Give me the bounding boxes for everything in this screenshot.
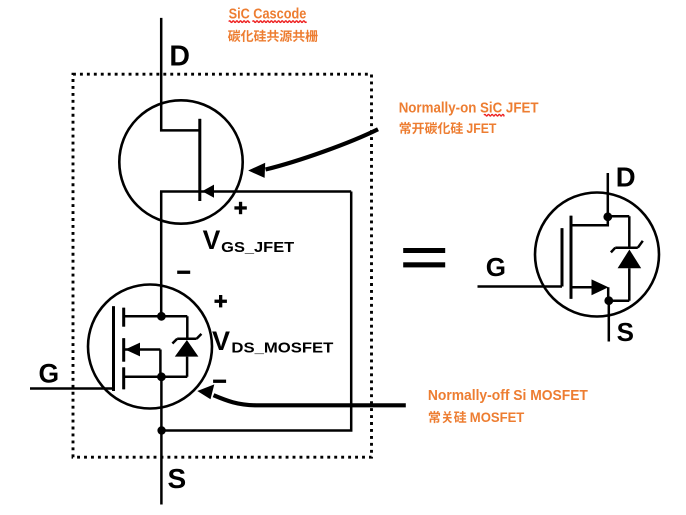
svg-text:G: G <box>486 252 506 282</box>
svg-text:JFET: JFET <box>466 121 496 137</box>
svg-text:S: S <box>168 463 187 494</box>
svg-text:D: D <box>169 40 190 72</box>
svg-text:GS_JFET: GS_JFET <box>221 239 294 256</box>
svg-text:MOSFET: MOSFET <box>470 410 525 426</box>
svg-text:D: D <box>616 162 636 193</box>
svg-text:Normally-on SiC JFET: Normally-on SiC JFET <box>399 100 539 116</box>
svg-text:Normally-off Si MOSFET: Normally-off Si MOSFET <box>428 388 588 404</box>
svg-text:V: V <box>212 326 230 356</box>
svg-text:SiC Cascode: SiC Cascode <box>229 6 307 23</box>
svg-text:G: G <box>39 359 60 389</box>
svg-text:V: V <box>203 225 221 255</box>
svg-text:S: S <box>617 317 634 347</box>
svg-text:DS_MOSFET: DS_MOSFET <box>231 339 333 356</box>
